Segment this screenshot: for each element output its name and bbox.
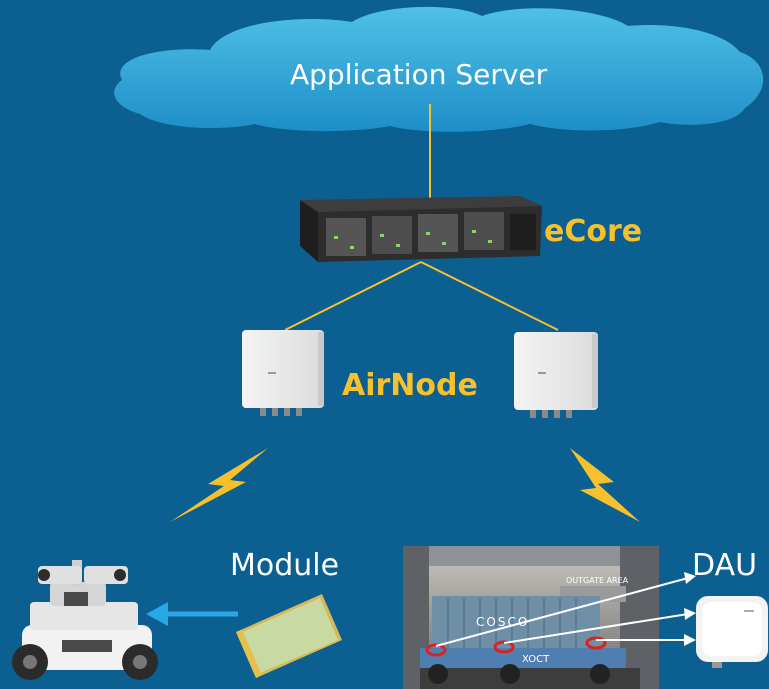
inspection-robot-icon	[12, 560, 158, 680]
module-label: Module	[230, 548, 340, 583]
sensor-marker	[585, 636, 607, 650]
application-server-cloud	[114, 6, 764, 132]
ecore-to-left-airnode-link	[284, 261, 422, 331]
module-to-robot-arrow	[146, 602, 238, 626]
cloud-shape	[114, 6, 764, 132]
link-lines	[284, 104, 559, 331]
dau-label: DAU	[692, 548, 758, 583]
sensor-to-dau-lines	[435, 577, 689, 647]
port-vehicle-photo: COSCO XOCT OUTGATE AREA	[403, 546, 659, 689]
sensor-arrowheads	[684, 572, 696, 646]
application-server-label: Application Server	[290, 58, 548, 91]
ecore-label: eCore	[544, 214, 643, 249]
gate-sign-text: OUTGATE AREA	[566, 576, 629, 585]
airnode-label: AirNode	[342, 368, 478, 403]
airnode-right-icon	[514, 332, 598, 418]
ecore-to-right-airnode-link	[420, 261, 559, 331]
airnode-left-icon	[242, 330, 324, 416]
rack-server-icon	[300, 196, 542, 262]
lightning-left-icon	[170, 448, 268, 522]
lightning-right-icon	[570, 448, 640, 522]
dau-device-icon	[696, 596, 768, 668]
mini-pcie-module-icon	[236, 594, 342, 678]
vehicle-side-text: XOCT	[522, 654, 550, 665]
